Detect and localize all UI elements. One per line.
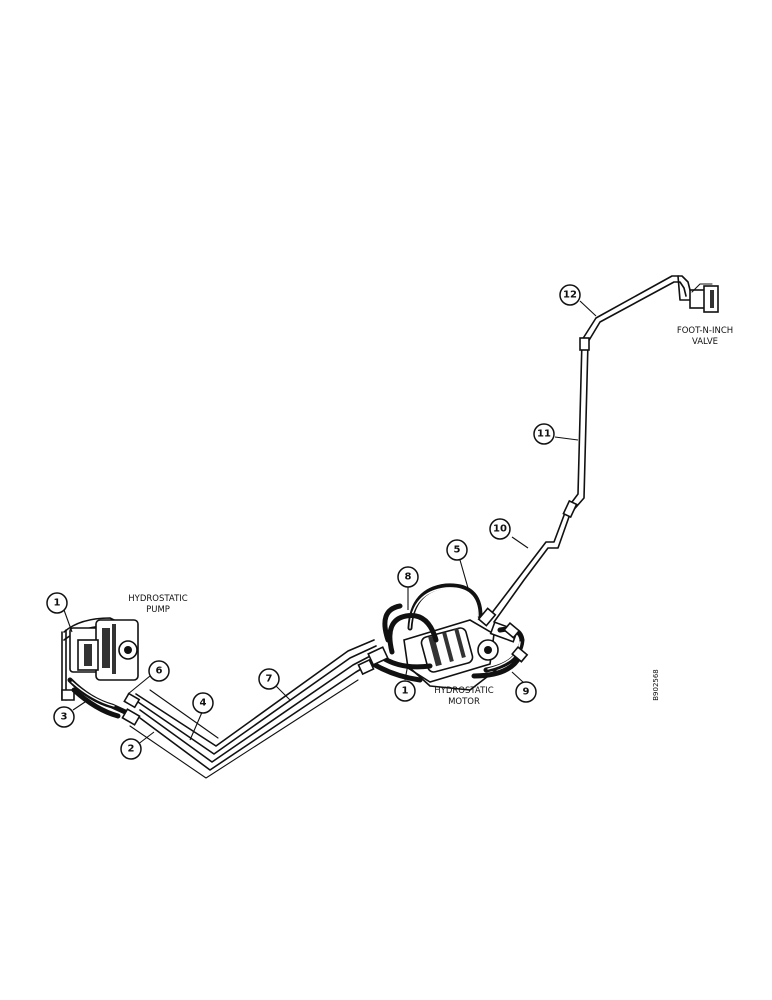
callout-7: 7	[258, 668, 280, 690]
reference-code: B902568	[652, 669, 660, 701]
callout-number: 7	[266, 674, 273, 685]
valve-label-line1: FOOT-N-INCH	[677, 326, 733, 336]
callout-5: 5	[446, 539, 468, 561]
motor-fittings	[357, 646, 497, 691]
callout-10: 10	[489, 518, 511, 540]
callout-8: 8	[397, 566, 419, 588]
callout-number: 9	[523, 687, 530, 698]
callout-number: 12	[563, 290, 577, 301]
callout-3: 3	[53, 706, 75, 728]
callout-12: 12	[559, 284, 581, 306]
hydrostatic-pump	[61, 617, 139, 701]
callout-number: 1	[402, 686, 409, 697]
hose-9	[471, 621, 529, 679]
motor-label-line2: MOTOR	[448, 697, 480, 707]
callout-number: 6	[156, 666, 163, 677]
pump-label-line1: HYDROSTATIC	[128, 594, 188, 604]
tube-bundle	[129, 639, 381, 779]
pump-label-line2: PUMP	[146, 605, 170, 615]
callout-number: 2	[128, 744, 135, 755]
valve-label: FOOT-N-INCH VALVE	[677, 326, 733, 347]
leader-lines	[63, 300, 597, 746]
foot-n-inch-valve	[677, 275, 719, 313]
pump-hoses	[67, 677, 141, 726]
callout-11: 11	[533, 423, 555, 445]
tube-to-valve	[477, 275, 691, 627]
callout-4: 4	[192, 692, 214, 714]
callout-6: 6	[148, 660, 170, 682]
callout-number: 4	[200, 698, 207, 709]
pump-label: HYDROSTATIC PUMP	[128, 594, 188, 615]
callout-number: 5	[454, 545, 461, 556]
motor-label: HYDROSTATIC MOTOR	[434, 686, 494, 707]
callout-1-pump: 1	[46, 592, 68, 614]
callout-number: 11	[537, 429, 551, 440]
callout-1-motor: 1	[394, 680, 416, 702]
motor-label-line1: HYDROSTATIC	[434, 686, 494, 696]
callout-number: 10	[493, 524, 507, 535]
callout-2: 2	[120, 738, 142, 760]
valve-label-line2: VALVE	[692, 337, 718, 347]
callout-9: 9	[515, 681, 537, 703]
callout-number: 8	[405, 572, 412, 583]
callout-number: 1	[54, 598, 61, 609]
callout-number: 3	[61, 712, 68, 723]
